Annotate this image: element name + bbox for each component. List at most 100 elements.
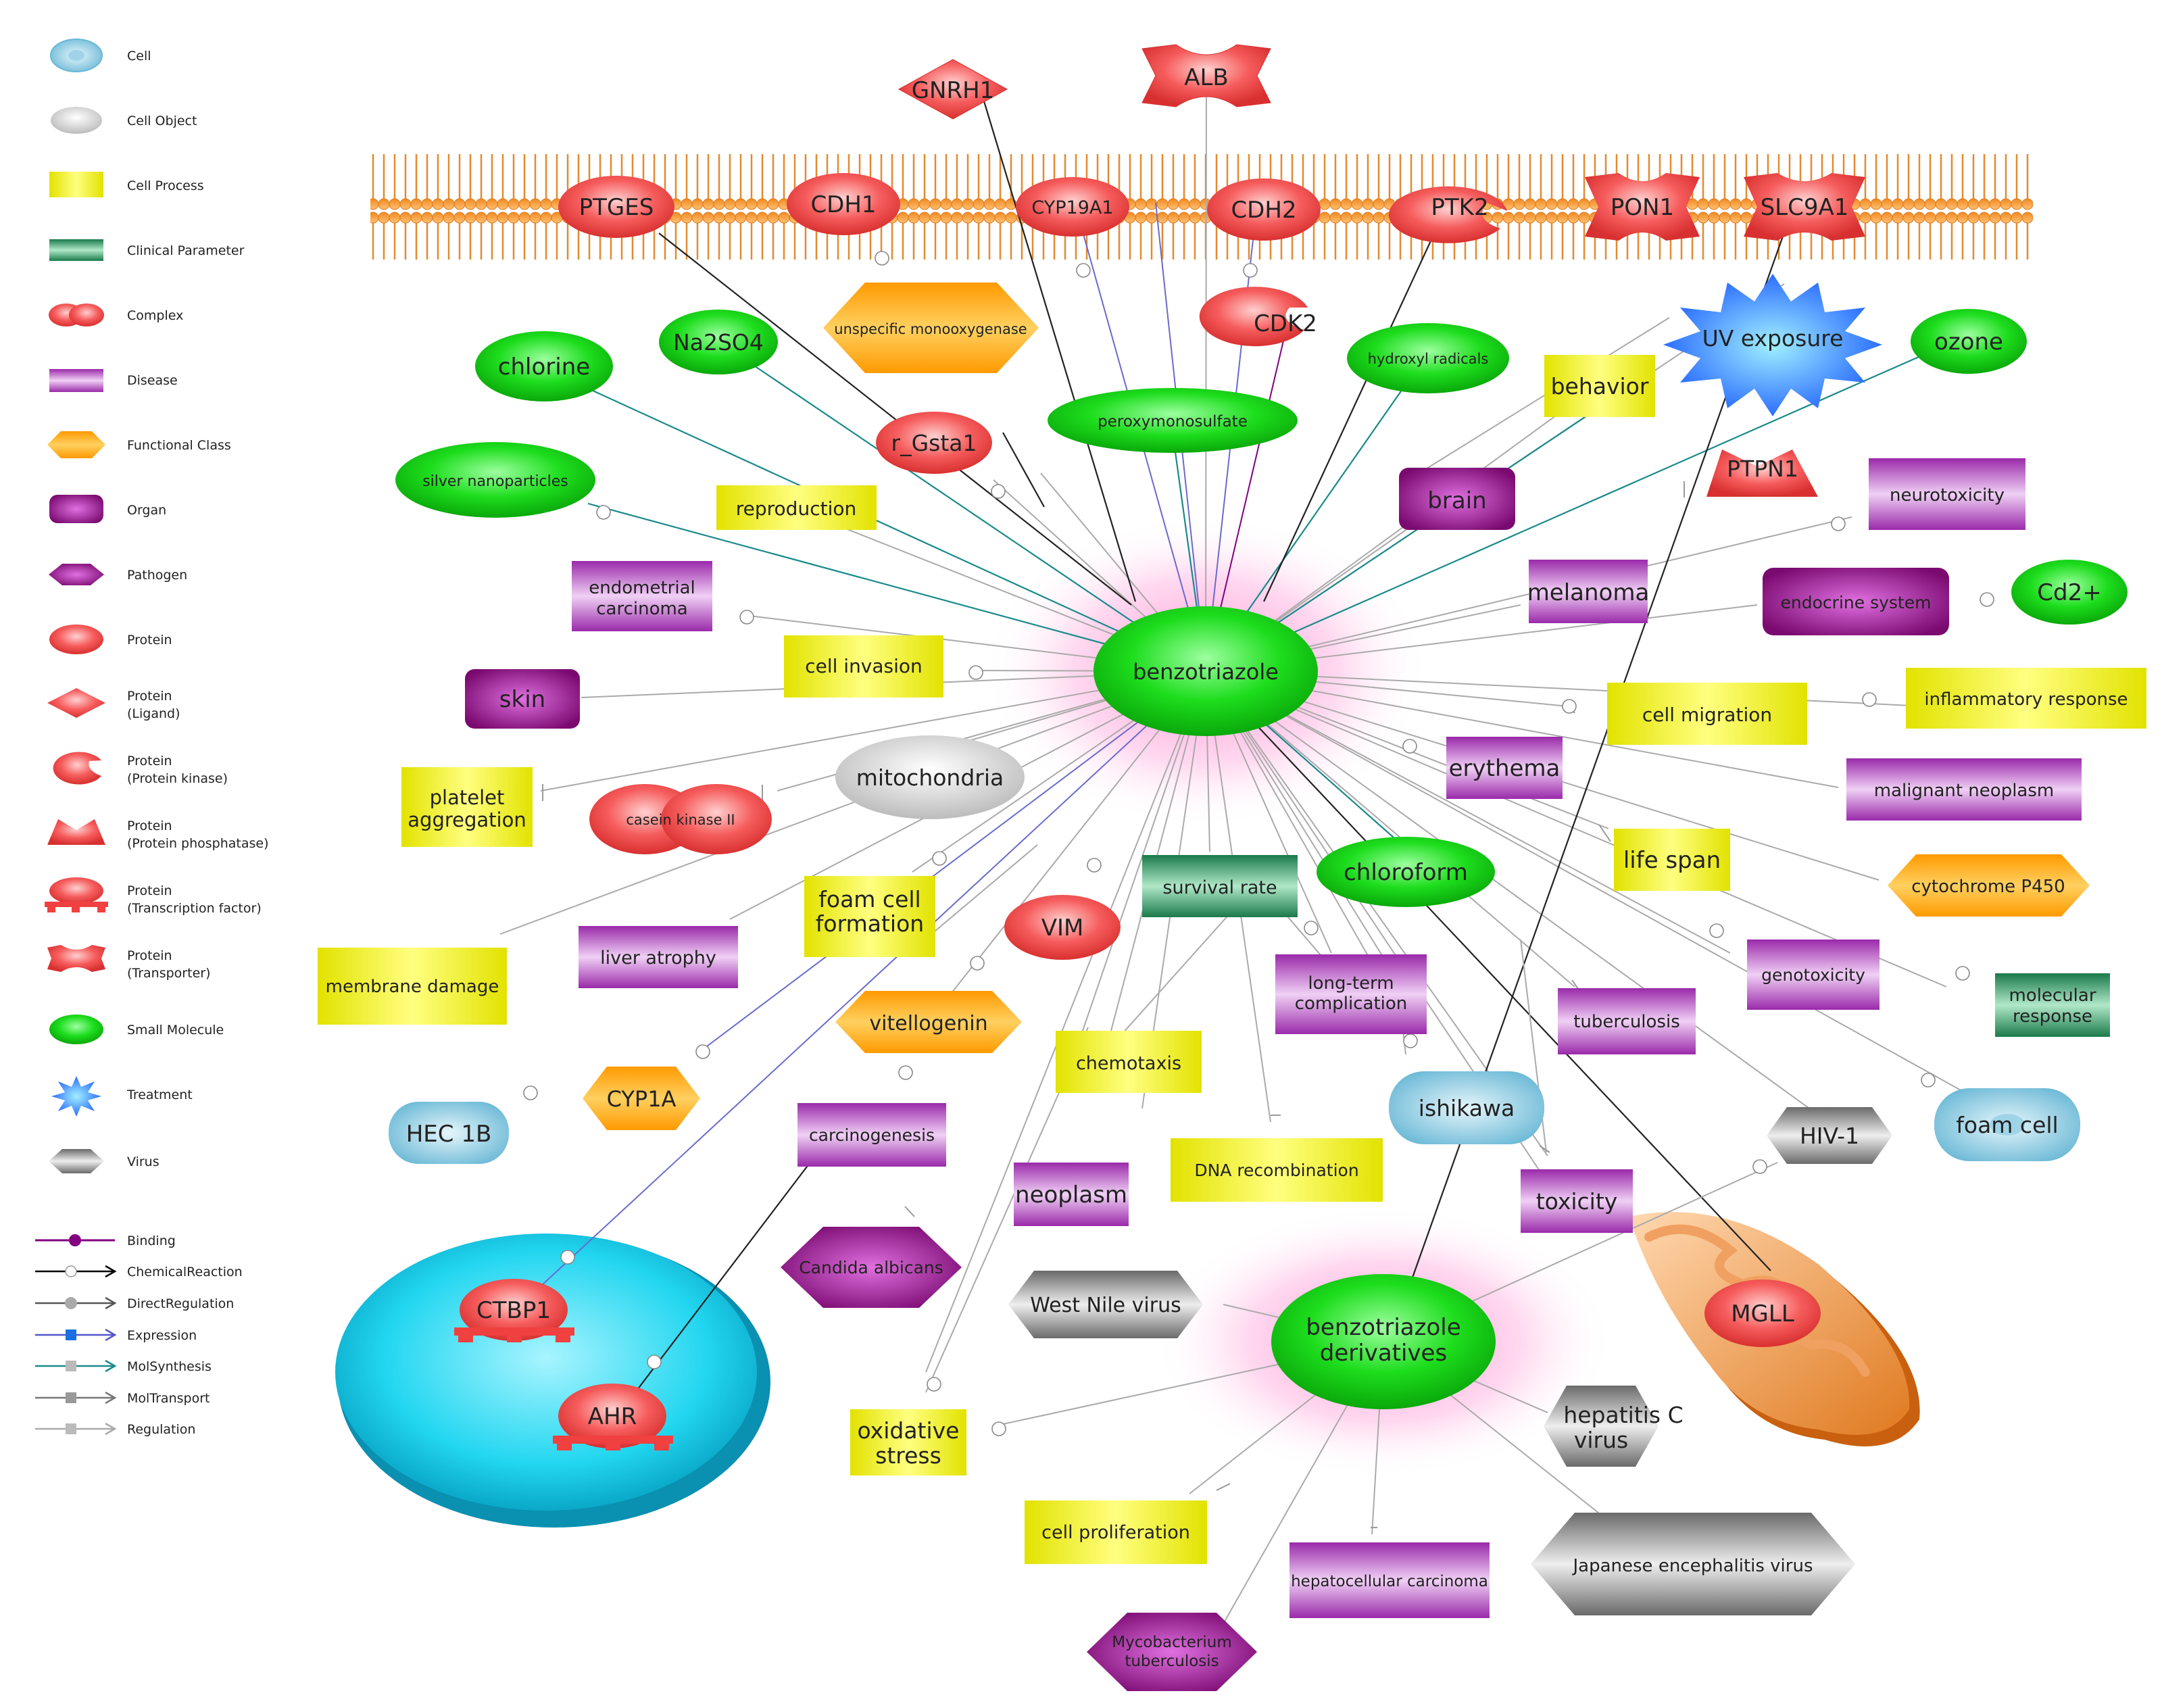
node-life-span[interactable]: life span — [1614, 829, 1730, 891]
node-brain[interactable]: brain — [1399, 468, 1515, 530]
node-uv-exposure[interactable]: UV exposure — [1663, 274, 1882, 416]
node-gnrh1[interactable]: GNRH1 — [898, 59, 1008, 120]
node-candida-albicans[interactable]: Candida albicans — [781, 1227, 962, 1308]
node-long-term-complication[interactable]: long-term complication — [1275, 954, 1427, 1034]
node-ptges[interactable]: PTGES — [558, 176, 674, 238]
node-label: casein kinase II — [626, 812, 735, 828]
node-slc9a1[interactable]: SLC9A1 — [1744, 173, 1865, 241]
node-cell-invasion[interactable]: cell invasion — [784, 635, 943, 698]
node-r-gsta1[interactable]: r_Gsta1 — [876, 412, 992, 474]
node-label: HEC 1B — [406, 1121, 492, 1148]
node-label: neurotoxicity — [1890, 485, 2005, 506]
node-melanoma[interactable]: melanoma — [1527, 560, 1650, 623]
node-malignant-neoplasm[interactable]: malignant neoplasm — [1846, 758, 2082, 821]
node-ishikawa[interactable]: ishikawa — [1389, 1071, 1544, 1144]
node-tuberculosis[interactable]: tuberculosis — [1558, 988, 1696, 1054]
node-membrane-damage[interactable]: membrane damage — [318, 948, 507, 1025]
node-chlorine[interactable]: chlorine — [475, 331, 613, 401]
node-oxidative-stress[interactable]: oxidative stress — [850, 1409, 966, 1475]
node-na2so4[interactable]: Na2SO4 — [659, 310, 778, 374]
node-japanese-encephalitis-virus[interactable]: Japanese encephalitis virus — [1531, 1513, 1855, 1615]
node-pon1[interactable]: PON1 — [1585, 173, 1700, 241]
node-ozone[interactable]: ozone — [1911, 309, 2027, 374]
node-label: GNRH1 — [912, 77, 995, 104]
node-hepatocellular-carcinoma[interactable]: hepatocellular carcinoma — [1289, 1542, 1490, 1618]
node-label: Japanese encephalitis virus — [1572, 1556, 1813, 1576]
legend-edge-label: Binding — [127, 1234, 176, 1248]
node-chloroform[interactable]: chloroform — [1317, 837, 1495, 907]
node-cell-migration[interactable]: cell migration — [1607, 683, 1807, 745]
node-hepatitis-c-virus[interactable]: hepatitis C virus — [1544, 1386, 1684, 1467]
node-label: erythema — [1449, 755, 1561, 782]
legend-label: Protein — [127, 633, 172, 648]
node-ptk2[interactable]: PTK2 — [1388, 186, 1507, 243]
node-endometrial-carcinoma[interactable]: endometrial carcinoma — [572, 561, 712, 631]
node-carcinogenesis[interactable]: carcinogenesis — [797, 1103, 946, 1167]
node-benzotriazole[interactable]: benzotriazole — [1094, 606, 1318, 736]
node-dna-recombination[interactable]: DNA recombination — [1171, 1138, 1383, 1202]
node-liver-atrophy[interactable]: liver atrophy — [579, 926, 738, 988]
node-foam-cell[interactable]: foam cell — [1934, 1088, 2080, 1161]
node-cdh2[interactable]: CDH2 — [1207, 178, 1321, 241]
node-chemotaxis[interactable]: chemotaxis — [1056, 1031, 1202, 1093]
node-label: West Nile virus — [1030, 1294, 1181, 1317]
node-silver-nanoparticles[interactable]: silver nanoparticles — [395, 442, 595, 518]
node-cyp19a1[interactable]: CYP19A1 — [1016, 177, 1129, 237]
legend-sublabel: (Transporter) — [127, 966, 210, 981]
node-cd2plus[interactable]: Cd2+ — [2011, 560, 2128, 625]
node-ctbp1[interactable]: CTBP1 — [454, 1279, 574, 1342]
node-platelet-aggregation[interactable]: platelet aggregation — [401, 767, 533, 847]
node-behavior[interactable]: behavior — [1544, 355, 1655, 417]
node-cell-proliferation[interactable]: cell proliferation — [1025, 1500, 1207, 1564]
node-survival-rate[interactable]: survival rate — [1142, 855, 1298, 917]
legend-edge-label: Expression — [127, 1328, 197, 1343]
node-label: oxidative — [858, 1417, 960, 1444]
node-endocrine-system[interactable]: endocrine system — [1763, 568, 1949, 635]
node-mycobacterium-tuberculosis[interactable]: Mycobacterium tuberculosis — [1087, 1613, 1257, 1691]
node-west-nile-virus[interactable]: West Nile virus — [1008, 1271, 1203, 1338]
node-alb[interactable]: ALB — [1141, 44, 1271, 107]
node-ptpn1[interactable]: PTPN1 — [1706, 449, 1818, 497]
node-label: foam cell — [818, 886, 920, 912]
legend: Cell Cell Object Cell Process Clinical P… — [35, 39, 269, 1437]
node-label: inflammatory response — [1924, 689, 2128, 710]
node-label: mitochondria — [856, 764, 1004, 791]
legend-clinical-parameter-icon — [49, 239, 103, 261]
legend-complex-icon — [49, 303, 104, 326]
legend-functional-class-icon — [47, 431, 105, 458]
node-erythema[interactable]: erythema — [1446, 737, 1563, 799]
legend-small-molecule-icon — [49, 1015, 103, 1044]
node-inflammatory-response[interactable]: inflammatory response — [1906, 668, 2146, 729]
node-unspecific-monooxygenase[interactable]: unspecific monooxygenase — [823, 283, 1039, 373]
node-vitellogenin[interactable]: vitellogenin — [835, 991, 1022, 1053]
node-hec-1b[interactable]: HEC 1B — [389, 1102, 509, 1164]
node-mgll[interactable]: MGLL — [1704, 1279, 1821, 1347]
node-neoplasm[interactable]: neoplasm — [1014, 1163, 1129, 1226]
node-cyp1a[interactable]: CYP1A — [583, 1067, 700, 1130]
node-ahr[interactable]: AHR — [553, 1384, 673, 1450]
node-peroxymonosulfate[interactable]: peroxymonosulfate — [1048, 388, 1298, 453]
node-label: carcinogenesis — [809, 1125, 935, 1145]
node-foam-cell-formation[interactable]: foam cell formation — [804, 876, 935, 957]
node-reproduction[interactable]: reproduction — [716, 485, 877, 530]
node-label: Mycobacterium — [1112, 1634, 1232, 1651]
node-label: PON1 — [1611, 194, 1674, 221]
node-cdk2[interactable]: CDK2 — [1199, 287, 1317, 347]
node-label: Candida albicans — [799, 1258, 943, 1277]
node-genotoxicity[interactable]: genotoxicity — [1747, 940, 1880, 1010]
node-hiv-1[interactable]: HIV-1 — [1767, 1107, 1892, 1164]
node-benzotriazole-derivatives[interactable]: benzotriazole derivatives — [1271, 1274, 1496, 1409]
node-label: long-term — [1308, 973, 1394, 994]
node-molecular-response[interactable]: molecular response — [1995, 973, 2110, 1037]
node-casein-kinase-ii[interactable]: casein kinase II — [589, 784, 772, 854]
node-neurotoxicity[interactable]: neurotoxicity — [1869, 458, 2025, 530]
node-hydroxyl-radicals[interactable]: hydroxyl radicals — [1347, 323, 1509, 393]
node-label: platelet — [430, 786, 505, 809]
node-toxicity[interactable]: toxicity — [1521, 1169, 1633, 1233]
node-cdh1[interactable]: CDH1 — [787, 173, 900, 235]
node-skin[interactable]: skin — [465, 669, 580, 729]
node-vim[interactable]: VIM — [1004, 895, 1121, 960]
node-label: r_Gsta1 — [891, 430, 977, 456]
node-cytochrome-p450[interactable]: cytochrome P450 — [1888, 854, 2090, 917]
node-mitochondria[interactable]: mitochondria — [835, 735, 1025, 819]
